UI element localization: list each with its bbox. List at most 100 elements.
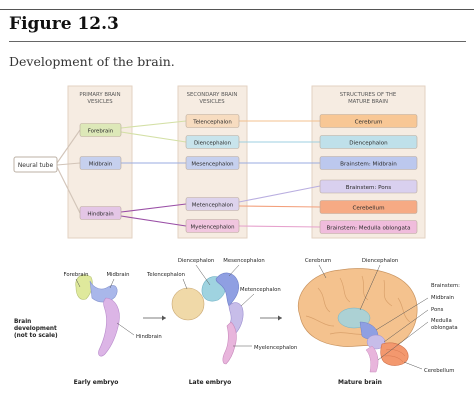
mature-box-cerebrum: [319, 114, 418, 128]
label-late-diencephalon: Diencephalon: [178, 258, 214, 264]
leader-late-telencephalon: [182, 278, 188, 290]
label-mature-diencephalon: Diencephalon: [362, 258, 398, 264]
label-mature-medulla-line2: oblongata: [431, 325, 458, 331]
leader-mature-cerebrum: [318, 264, 327, 279]
gyrus-line-4: [383, 279, 393, 307]
label-mature-cerebellum: Cerebellum: [424, 368, 454, 374]
label-mature-cerebrum: Cerebrum: [305, 258, 331, 264]
leader-late-diencephalon: [195, 264, 211, 286]
leader-early-forebrain: [75, 278, 81, 288]
caption-late-embryo: Late embryo: [189, 379, 232, 386]
label-late-telencephalon: Telencephalon: [146, 272, 185, 278]
medulla-shape: [365, 345, 379, 373]
side-label-line3: (not to scale): [14, 333, 58, 339]
label-mature-medulla-line1: Medulla: [431, 318, 452, 324]
leader-mature-midbrain: [375, 297, 429, 331]
title-divider: [9, 41, 466, 42]
mature-box-brainstem-pons: [319, 179, 418, 194]
connector-forebrain-telencephalon: [120, 120, 187, 129]
connector-metencephalon-cerebellum: [238, 205, 321, 208]
secondary-box-mesencephalon: [185, 156, 240, 170]
secondary-header-line2: VESICLES: [199, 99, 225, 105]
figure-label: Figure 12.3: [9, 14, 119, 34]
mature-header-line1: STRUCTURES OF THE: [340, 92, 397, 98]
connector-myelencephalon-medulla: [238, 225, 321, 228]
label-early-forebrain: Forebrain: [63, 272, 88, 278]
figure-caption: Development of the brain.: [9, 54, 175, 69]
primary-box-forebrain: [79, 123, 122, 137]
cerebellum-fold-1: [385, 349, 406, 357]
label-early-hindbrain: Hindbrain: [136, 334, 162, 340]
secondary-label-telencephalon: Telencephalon: [192, 119, 232, 125]
label-late-myelencephalon: Myelencephalon: [254, 345, 297, 351]
secondary-label-metencephalon: Metencephalon: [192, 202, 233, 208]
secondary-label-mesencephalon: Mesencephalon: [191, 161, 233, 167]
label-early-midbrain: Midbrain: [106, 272, 129, 278]
pons-shape: [366, 334, 386, 350]
gyrus-line-6: [397, 297, 411, 323]
mature-brain-illustration: [298, 268, 418, 373]
caption-mature-brain: Mature brain: [338, 379, 382, 386]
early-forebrain-shape: [75, 274, 93, 300]
side-label-line2: development: [14, 326, 57, 332]
label-late-mesencephalon: Mesencephalon: [223, 258, 264, 264]
side-label-line1: Brain: [14, 319, 31, 325]
secondary-box-myelencephalon: [185, 219, 240, 233]
label-mature-midbrain: Midbrain: [431, 295, 454, 301]
primary-label-hindbrain: Hindbrain: [87, 211, 113, 217]
secondary-header-line1: SECONDARY BRAIN: [187, 92, 238, 98]
secondary-label-myelencephalon: Myelencephalon: [190, 224, 234, 230]
late-myelencephalon-shape: [222, 321, 237, 365]
mature-header-line2: MATURE BRAIN: [348, 99, 388, 105]
caption-early-embryo: Early embryo: [74, 379, 119, 386]
neural-tube-box: [13, 156, 58, 173]
secondary-box-diencephalon: [185, 135, 240, 149]
leader-mature-diencephalon: [359, 264, 381, 311]
gyrus-line-3: [361, 275, 369, 301]
gyrus-line-5: [305, 315, 335, 327]
mature-box-diencephalon-m: [319, 135, 418, 149]
connector-neural-midbrain: [56, 162, 81, 166]
mature-box-brainstem-medulla: [319, 220, 418, 234]
connector-metencephalon-pons: [238, 185, 321, 203]
mature-label-cerebrum: Cerebrum: [355, 119, 383, 125]
primary-box-hindbrain: [79, 206, 122, 220]
primary-header-line1: PRIMARY BRAIN: [79, 92, 120, 98]
secondary-box-telencephalon: [185, 114, 240, 128]
leader-early-midbrain: [109, 278, 115, 289]
early-embryo-illustration: [75, 274, 120, 357]
mature-label-brainstem-midbrain: Brainstem: Midbrain: [340, 161, 397, 167]
primary-header-line2: VESICLES: [87, 99, 113, 105]
connector-forebrain-diencephalon: [120, 131, 187, 143]
secondary-label-diencephalon: Diencephalon: [194, 140, 231, 146]
late-telencephalon-shape: [171, 287, 205, 321]
late-embryo-illustration: [171, 272, 244, 365]
arrowhead-late-to-mature: [278, 315, 282, 321]
connector-neural-hindbrain: [56, 166, 81, 214]
leader-early-hindbrain: [116, 322, 135, 336]
label-late-metencephalon: Metencephalon: [240, 287, 281, 293]
leader-mature-pons: [383, 309, 429, 343]
cerebrum-shape: [298, 268, 418, 348]
early-midbrain-shape: [89, 280, 118, 303]
gyrus-line-2: [339, 277, 351, 303]
gyrus-line-1: [317, 287, 331, 313]
primary-label-midbrain: Midbrain: [89, 161, 112, 167]
early-hindbrain-shape: [98, 297, 120, 357]
mature-label-cerebellum: Cerebellum: [352, 205, 384, 211]
primary-box-midbrain: [79, 156, 122, 170]
mature-label-brainstem-pons: Brainstem: Pons: [346, 185, 391, 191]
label-mature-brainstem: Brainstem:: [431, 283, 460, 289]
label-mature-pons: Pons: [431, 307, 444, 313]
connector-neural-forebrain: [56, 129, 81, 164]
primary-label-forebrain: Forebrain: [88, 128, 113, 134]
leader-late-metencephalon: [240, 293, 255, 307]
leader-mature-medulla: [377, 321, 429, 361]
arrowhead-early-to-late: [162, 315, 166, 321]
connector-hindbrain-myelencephalon: [120, 215, 187, 227]
leader-late-mesencephalon: [228, 264, 240, 277]
top-rule: [0, 0, 474, 10]
neural-tube-label: Neural tube: [18, 162, 54, 169]
mature-box-brainstem-midbrain: [319, 156, 418, 170]
